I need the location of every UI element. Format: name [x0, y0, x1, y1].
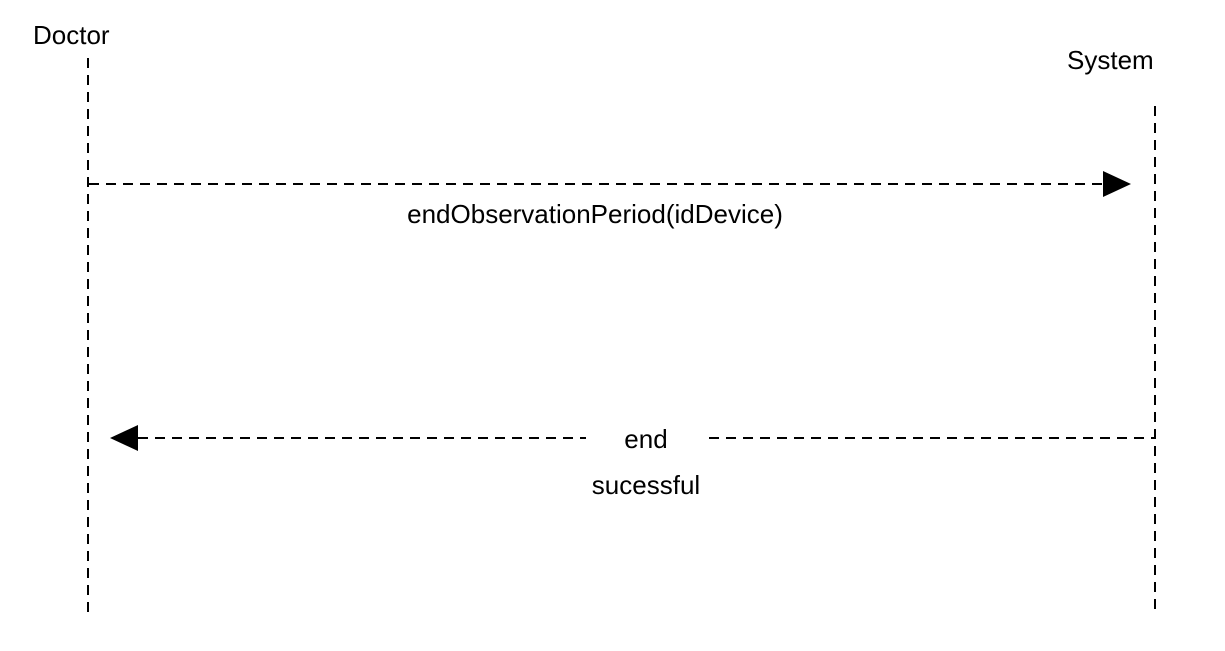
actor-doctor-label: Doctor [33, 20, 110, 50]
message-end-successful: end sucessful [110, 424, 1155, 500]
message-2-arrowhead [110, 425, 138, 451]
message-2-label-line-2: sucessful [592, 470, 700, 500]
message-1-label: endObservationPeriod(idDevice) [407, 199, 783, 229]
message-2-label-line-1: end [624, 424, 667, 454]
message-end-observation-period: endObservationPeriod(idDevice) [89, 171, 1131, 229]
message-1-arrowhead [1103, 171, 1131, 197]
actor-system-label: System [1067, 45, 1154, 75]
